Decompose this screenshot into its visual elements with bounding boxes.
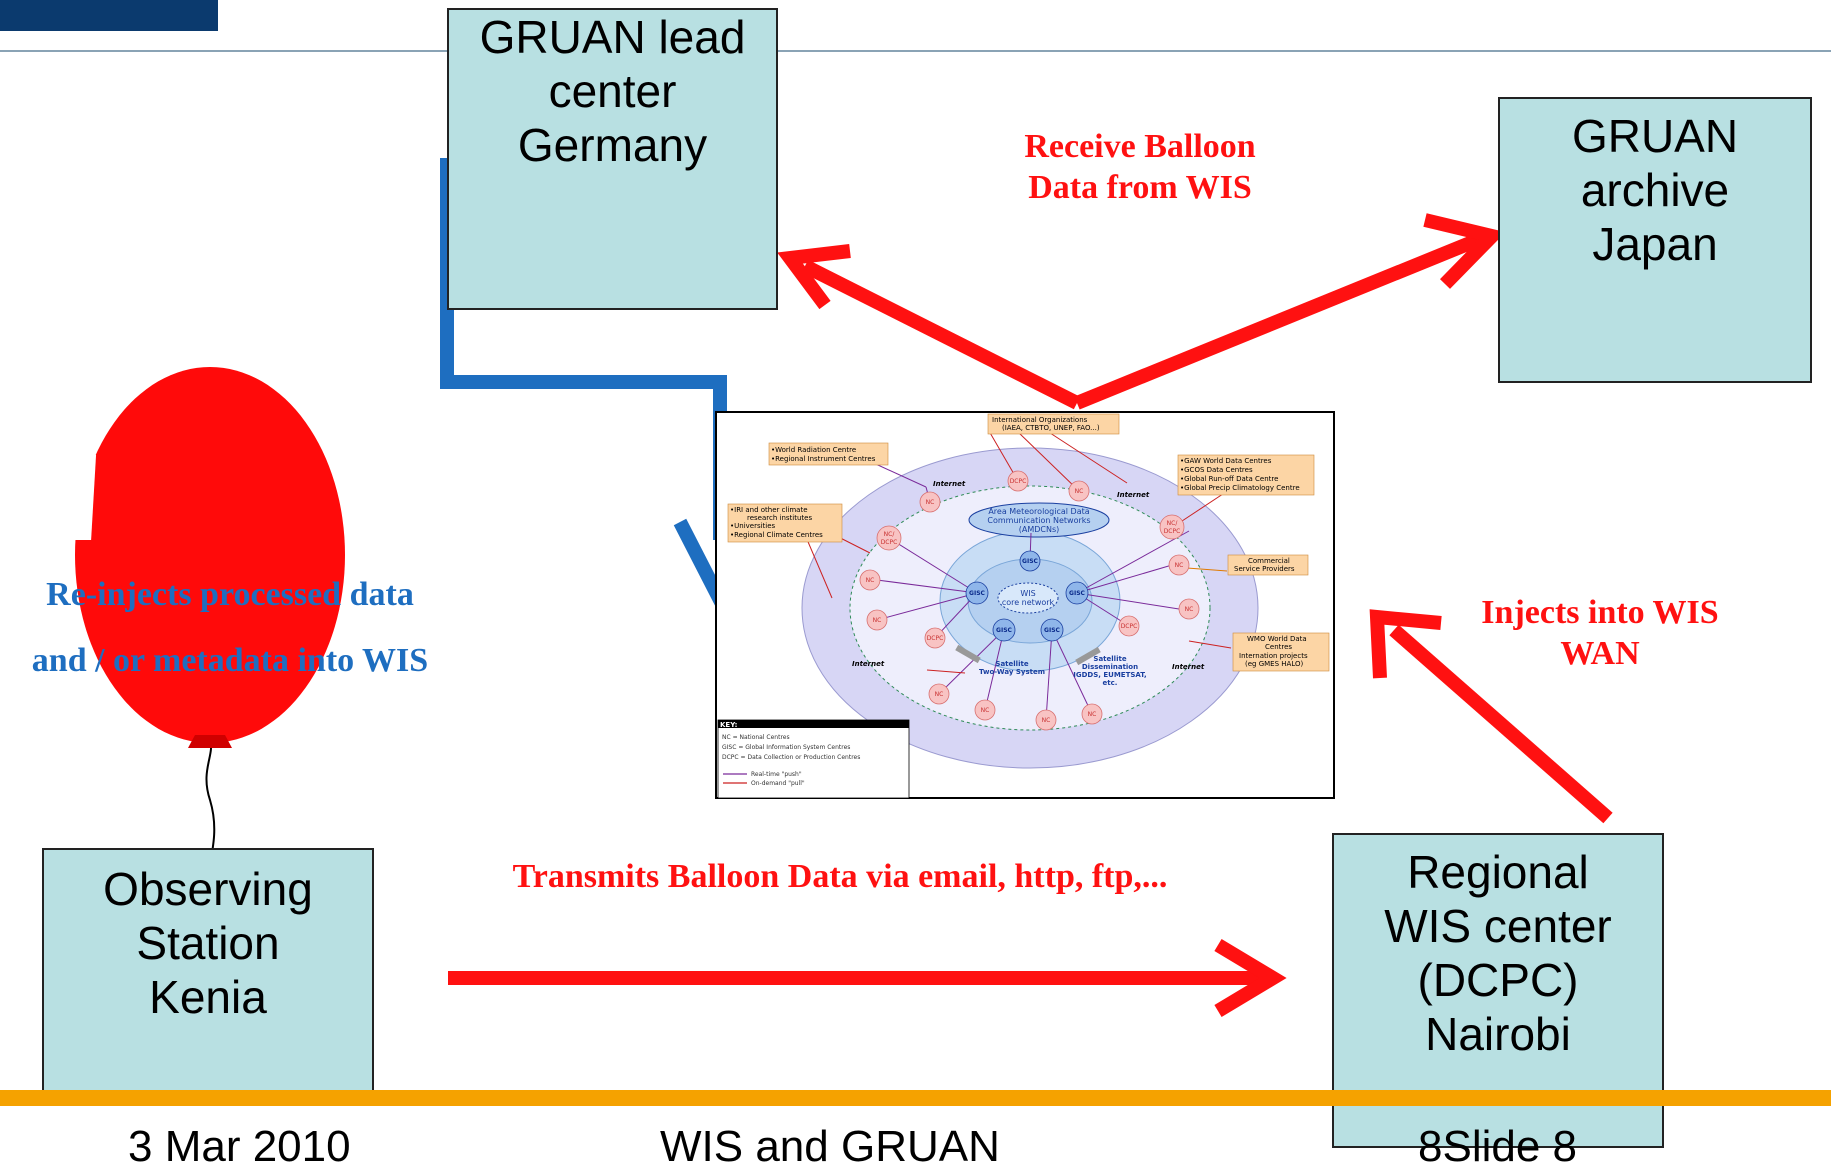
node-nc-dcpc-1b: DCPC <box>881 539 898 546</box>
red-arrowhead-archive <box>1423 213 1506 289</box>
footer-date: 3 Mar 2010 <box>128 1122 351 1168</box>
node-nc-10: NC <box>1088 711 1097 718</box>
wis-diagram-svg: Area Meteorological Data Communication N… <box>717 413 1330 799</box>
observing-station-label: Observing Station Kenia <box>103 863 313 1023</box>
node-gisc-3: GISC <box>1069 590 1085 597</box>
sat-diss-text-3: IGDDS, EUMETSAT, <box>1073 671 1146 679</box>
red-arrowhead-regional <box>1214 938 1287 1018</box>
key-push: Real-time "push" <box>751 771 802 778</box>
header-bar <box>0 0 218 31</box>
footer-title: WIS and GRUAN <box>660 1122 1000 1168</box>
iri-text-4: •Regional Climate Centres <box>730 531 823 539</box>
red-arrowhead-lead-center <box>777 244 851 310</box>
reinjects-label-line1: Re-injects processed data <box>46 576 414 613</box>
key-pull: On-demand "pull" <box>751 780 805 787</box>
node-gisc-4: GISC <box>996 627 1012 634</box>
node-nc-5: NC <box>1175 562 1184 569</box>
gaw-text-2: •GCOS Data Centres <box>1180 466 1253 474</box>
node-gisc-2: GISC <box>969 590 985 597</box>
node-dcpc-2: DCPC <box>927 635 944 642</box>
commercial-text-1: Commercial <box>1248 557 1290 565</box>
red-arrow-to-wis <box>1389 624 1613 824</box>
gaw-text-3: •Global Run-off Data Centre <box>1180 475 1278 483</box>
node-nc-dcpc-2b: DCPC <box>1164 528 1181 535</box>
amdcn-text-1: Area Meteorological Data <box>988 507 1089 516</box>
wmo-text-4: (eg GMES HALO) <box>1245 660 1303 668</box>
node-gisc-1: GISC <box>1022 558 1038 565</box>
node-nc-6: NC <box>1185 606 1194 613</box>
node-gisc-5: GISC <box>1044 627 1060 634</box>
commercial-text-2: Service Providers <box>1234 565 1295 573</box>
red-arrow-to-lead-center <box>801 259 1081 410</box>
observing-station-box: Observing Station Kenia <box>42 848 374 1103</box>
injects-label: Injects into WIS WAN <box>1481 594 1719 672</box>
header-rule <box>0 50 1831 52</box>
gruan-lead-center-label: GRUAN lead center Germany <box>479 11 746 171</box>
transmits-label: Transmits Balloon Data via email, http, … <box>512 858 1168 895</box>
key-title: KEY: <box>720 721 738 729</box>
amdcn-text-2: Communication Networks <box>987 516 1090 525</box>
gruan-archive-label: GRUAN archive Japan <box>1571 110 1739 270</box>
satellite-icon-1 <box>955 644 981 664</box>
internet-label-1: Internet <box>933 480 966 488</box>
iri-text-2: research institutes <box>747 514 812 522</box>
footer-slide-number: 8Slide 8 <box>1418 1122 1578 1168</box>
sat-diss-text-4: etc. <box>1103 679 1118 687</box>
node-nc-dcpc-1a: NC/ <box>884 531 896 538</box>
intl-orgs-text: International Organizations <box>992 416 1088 424</box>
radiation-text-2: •Regional Instrument Centres <box>771 455 876 463</box>
sat-diss-text-1: Satellite <box>1093 655 1126 663</box>
satellite-icon-2 <box>1075 646 1101 666</box>
key-gisc: GISC = Global Information System Centres <box>722 744 850 751</box>
receive-label: Receive Balloon Data from WIS <box>1024 128 1256 206</box>
wmo-text-2: Centres <box>1265 643 1292 651</box>
radiation-text-1: •World Radiation Centre <box>771 446 856 454</box>
internet-label-2: Internet <box>1117 491 1150 499</box>
red-arrow-to-archive <box>1074 232 1483 410</box>
internet-label-4: Internet <box>1172 663 1205 671</box>
sat-two-way-text-2: Two-Way System <box>979 668 1045 676</box>
node-nc-2: NC <box>1075 488 1084 495</box>
key-dcpc: DCPC = Data Collection or Production Cen… <box>722 754 860 761</box>
internet-label-3: Internet <box>852 660 885 668</box>
iri-text-1: •IRI and other climate <box>730 506 808 514</box>
footer-bar <box>0 1090 1831 1106</box>
gruan-archive-box: GRUAN archive Japan <box>1498 97 1812 383</box>
wis-overview-diagram: Area Meteorological Data Communication N… <box>715 411 1335 799</box>
node-nc-8: NC <box>981 707 990 714</box>
node-nc-1: NC <box>926 499 935 506</box>
gaw-text-1: •GAW World Data Centres <box>1180 457 1272 465</box>
gaw-text-4: •Global Precip Climatology Centre <box>1180 484 1300 492</box>
node-nc-9: NC <box>1042 717 1051 724</box>
gruan-lead-center-box: GRUAN lead center Germany <box>447 8 778 310</box>
wmo-text-1: WMO World Data <box>1247 635 1307 643</box>
node-nc-4: NC <box>873 617 882 624</box>
node-dcpc-3: DCPC <box>1121 623 1138 630</box>
sat-diss-text-2: Dissemination <box>1082 663 1138 671</box>
node-nc-3: NC <box>866 577 875 584</box>
key-nc: NC = National Centres <box>722 734 790 741</box>
intl-orgs-list-text: (IAEA, CTBTO, UNEP, FAO...) <box>1002 424 1100 432</box>
red-arrowhead-wis <box>1369 609 1442 679</box>
node-nc-7: NC <box>935 691 944 698</box>
node-dcpc-1: DCPC <box>1010 478 1027 485</box>
wmo-text-3: Internation projects <box>1239 652 1308 660</box>
core-text-2: core network <box>1002 598 1055 607</box>
regional-wis-center-label: Regional WIS center (DCPC) Nairobi <box>1384 846 1612 1060</box>
amdcn-text-3: (AMDCNs) <box>1019 525 1060 534</box>
core-text-1: WIS <box>1020 589 1035 598</box>
node-nc-dcpc-2a: NC/ <box>1167 520 1179 527</box>
reinjects-label-line2: and / or metadata into WIS <box>31 642 429 679</box>
sat-two-way-text-1: Satellite <box>995 660 1028 668</box>
iri-text-3: •Universities <box>730 522 776 530</box>
